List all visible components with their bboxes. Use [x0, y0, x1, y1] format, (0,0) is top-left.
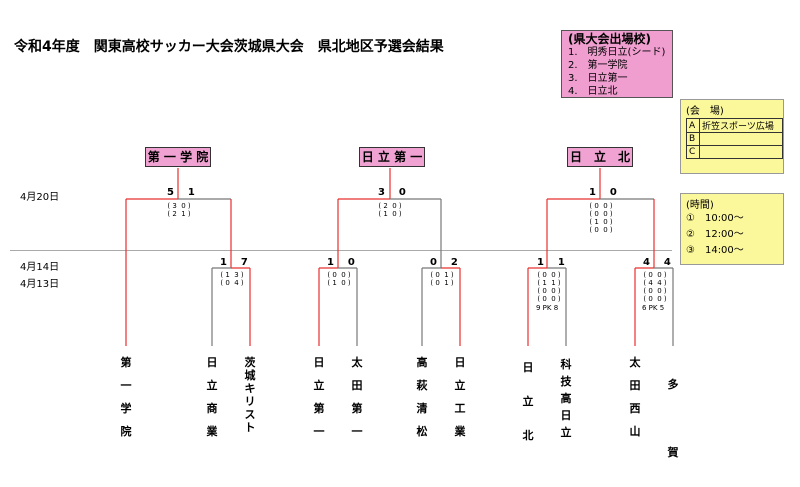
time-row: ① 10:00～: [686, 213, 744, 224]
match-score: 4 4: [643, 257, 671, 268]
score-left: 0: [430, 257, 437, 268]
score-left: 3: [378, 187, 385, 198]
qualified-item: 1. 明秀日立(シード): [568, 47, 666, 58]
pk-score: 6 PK 5: [642, 304, 665, 312]
score-left: 1: [537, 257, 544, 268]
match-score: 0 2: [430, 257, 458, 268]
team-name: 日立第一: [313, 356, 325, 438]
half-scores: ( 0 1 ) ( 0 1 ): [430, 271, 454, 287]
score-right: 1: [557, 257, 565, 268]
winner-box: 日 立 第 一: [359, 147, 425, 167]
team-name: 茨城キリスト: [244, 356, 256, 434]
match-score: 3 0: [378, 187, 406, 198]
team-name: 多賀: [667, 378, 679, 459]
score-right: 0: [609, 187, 617, 198]
time-row: ② 12:00～: [686, 229, 744, 240]
team-name: 科技高日立: [560, 358, 572, 439]
team-name: 太田第一: [351, 356, 363, 438]
half-scores: ( 0 0 ) ( 4 4 ) ( 0 0 ) ( 0 0 ): [643, 271, 667, 303]
team-name: 高萩清松: [416, 356, 428, 438]
match-score: 1 0: [589, 187, 617, 198]
qualified-teams-box: (県大会出場校) 1. 明秀日立(シード) 2. 第一学院 3. 日立第一 4.…: [561, 30, 673, 98]
venue-row: C: [686, 145, 783, 159]
date-label: 4月13日: [20, 279, 60, 290]
half-scores: ( 0 0 ) ( 0 0 ) ( 1 0 ) ( 0 0 ): [589, 202, 613, 234]
qualified-item: 4. 日立北: [568, 86, 618, 97]
team-name: 日立北: [522, 361, 534, 442]
half-scores: ( 1 3 ) ( 0 4 ): [220, 271, 244, 287]
half-scores: ( 3 0 ) ( 2 1 ): [167, 202, 191, 218]
time-heading: (時間): [686, 200, 714, 211]
score-right: 7: [240, 257, 248, 268]
score-right: 0: [347, 257, 355, 268]
score-left: 1: [327, 257, 334, 268]
page-title: 令和4年度 関東高校サッカー大会茨城県大会 県北地区予選会結果: [14, 39, 444, 55]
score-left: 4: [643, 257, 650, 268]
half-scores: ( 0 0 ) ( 1 0 ): [327, 271, 351, 287]
score-right: 4: [663, 257, 671, 268]
match-score: 1 1: [537, 257, 565, 268]
score-left: 1: [220, 257, 227, 268]
match-score: 1 0: [327, 257, 355, 268]
score-right: 0: [398, 187, 406, 198]
score-left: 1: [589, 187, 596, 198]
team-name: 第一学院: [120, 356, 132, 438]
score-right: 2: [450, 257, 458, 268]
winner-box: 日 立 北: [567, 147, 633, 167]
team-name: 日立工業: [454, 356, 466, 438]
team-name: 太田西山: [629, 356, 641, 438]
score-right: 1: [187, 187, 195, 198]
venue-heading: (会 場): [686, 106, 724, 117]
match-score: 1 7: [220, 257, 248, 268]
date-label: 4月20日: [20, 192, 60, 203]
qualified-item: 3. 日立第一: [568, 73, 628, 84]
bracket-lines: [10, 168, 674, 346]
time-row: ③ 14:00～: [686, 245, 744, 256]
date-label: 4月14日: [20, 262, 60, 273]
pk-score: 9 PK 8: [536, 304, 559, 312]
venue-value: [699, 145, 783, 159]
score-left: 5: [167, 187, 174, 198]
winner-box: 第 一 学 院: [145, 147, 211, 167]
half-scores: ( 2 0 ) ( 1 0 ): [378, 202, 402, 218]
qualified-item: 2. 第一学院: [568, 60, 628, 71]
time-box: (時間) ① 10:00～ ② 12:00～ ③ 14:00～: [680, 193, 784, 265]
team-name: 日立商業: [206, 356, 218, 438]
half-scores: ( 0 0 ) ( 1 1 ) ( 0 0 ) ( 0 0 ): [537, 271, 561, 303]
qualified-heading: (県大会出場校): [568, 32, 651, 46]
match-score: 5 1: [167, 187, 195, 198]
